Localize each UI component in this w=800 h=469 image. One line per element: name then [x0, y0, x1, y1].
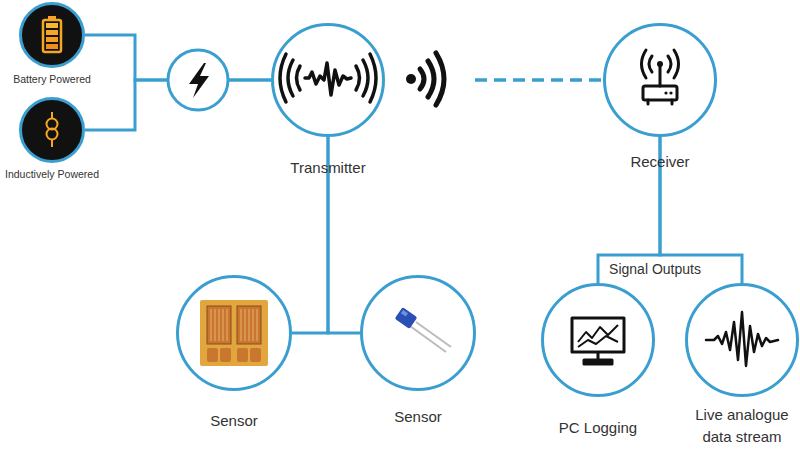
node-caption: Sensor — [348, 406, 488, 428]
node-caption: Inductively Powered — [0, 167, 107, 182]
router-icon — [642, 50, 679, 104]
transmitter-icon — [280, 54, 376, 102]
circle-outline — [360, 275, 476, 391]
circle-shape — [178, 277, 291, 390]
circle-outline — [603, 23, 717, 137]
circle-shape — [21, 99, 84, 162]
circle-shape — [605, 25, 716, 136]
circle-node: Receiver — [603, 23, 717, 137]
monitor-icon — [572, 318, 624, 364]
transformer-icon — [47, 112, 58, 147]
circle-shape — [543, 285, 654, 396]
circle-shape — [21, 4, 84, 67]
node-label: Inductively Powered — [0, 167, 107, 182]
thermistor-image — [395, 307, 451, 352]
node-label: Receiver — [590, 151, 730, 173]
wireless-symbol — [406, 53, 444, 105]
node-label: PC Logging — [528, 417, 668, 439]
section-label: Signal Outputs — [609, 260, 701, 278]
battery-icon — [43, 16, 61, 52]
circle-outline — [19, 2, 85, 68]
node-label: Sensor — [164, 410, 304, 432]
connector-line — [85, 80, 271, 130]
connector-group — [85, 35, 271, 80]
connector-line — [385, 78, 603, 82]
node-caption: Live analogue data stream — [687, 404, 797, 448]
circle-outline — [685, 283, 799, 397]
circle-node: Inductively Powered — [19, 97, 85, 163]
circle-node: Transmitter — [271, 23, 385, 137]
node-caption: Sensor — [164, 410, 304, 432]
circle-outline — [271, 23, 385, 137]
node-caption: Transmitter — [258, 157, 398, 179]
power-symbol — [168, 50, 228, 110]
node-caption: Battery Powered — [0, 72, 107, 87]
connector-group — [85, 80, 271, 130]
circle-node: Sensor — [360, 275, 476, 391]
circle-shape — [362, 277, 475, 390]
circle-outline — [541, 283, 655, 397]
node-label: Sensor — [348, 406, 488, 428]
strain-gauge-image — [200, 300, 268, 366]
waveform-icon — [706, 312, 778, 366]
circle-node: Sensor — [176, 275, 292, 391]
node-label: Battery Powered — [0, 72, 107, 87]
circle-outline — [19, 97, 85, 163]
node-label: Live analogue data stream — [687, 404, 797, 448]
circle-shape — [273, 25, 384, 136]
node-caption: PC Logging — [528, 417, 668, 439]
connector-line — [85, 35, 271, 80]
circle-shape — [687, 285, 798, 396]
connector-group — [385, 80, 603, 81]
node-label: Transmitter — [258, 157, 398, 179]
circle-node: Live analogue data stream — [685, 283, 799, 397]
circle-outline — [176, 275, 292, 391]
node-caption: Receiver — [590, 151, 730, 173]
circle-node: PC Logging — [541, 283, 655, 397]
circle-node: Battery Powered — [19, 2, 85, 68]
